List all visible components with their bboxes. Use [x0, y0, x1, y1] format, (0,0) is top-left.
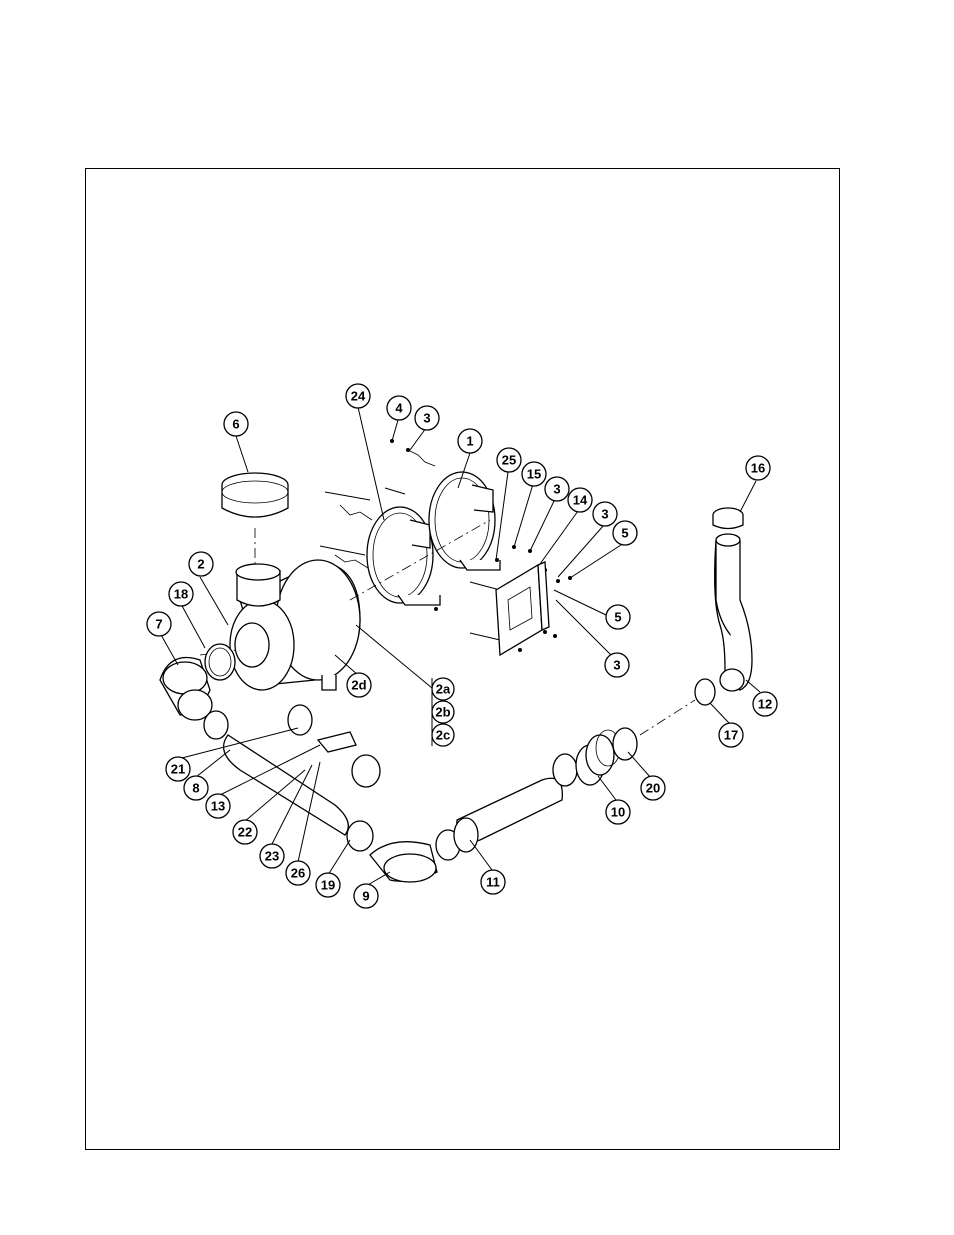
callout-22: 22: [233, 820, 257, 844]
stack-pipe: [695, 508, 752, 705]
hump-hose-10: [553, 700, 695, 786]
callout-7: 7: [147, 612, 171, 636]
svg-text:25: 25: [502, 453, 516, 468]
svg-text:11: 11: [486, 875, 500, 890]
svg-text:12: 12: [758, 697, 772, 712]
precleaner-cap: [222, 473, 288, 565]
svg-text:9: 9: [362, 889, 369, 904]
svg-text:26: 26: [291, 866, 305, 881]
callout-26: 26: [286, 861, 310, 885]
callout-16: 16: [746, 456, 770, 480]
svg-text:14: 14: [573, 493, 588, 508]
callout-6: 6: [224, 412, 248, 436]
callout-15: 15: [522, 462, 546, 486]
callout-3-a: 3: [415, 406, 439, 430]
svg-text:20: 20: [646, 781, 660, 796]
svg-text:2d: 2d: [351, 678, 366, 693]
svg-text:7: 7: [155, 617, 162, 632]
callout-2b: 2b: [432, 701, 454, 723]
callout-25: 25: [497, 448, 521, 472]
inlet-elbow: [160, 644, 235, 739]
callout-10: 10: [606, 800, 630, 824]
svg-text:5: 5: [621, 526, 628, 541]
svg-text:2: 2: [197, 557, 204, 572]
callout-20: 20: [641, 776, 665, 800]
callout-11: 11: [481, 870, 505, 894]
callout-2d: 2d: [347, 673, 371, 697]
callout-17: 17: [719, 723, 743, 747]
svg-text:22: 22: [238, 825, 252, 840]
callout-19: 19: [316, 873, 340, 897]
svg-text:21: 21: [171, 762, 185, 777]
callout-18: 18: [169, 582, 193, 606]
callout-5-b: 5: [606, 605, 630, 629]
callout-21: 21: [166, 757, 190, 781]
svg-text:17: 17: [724, 728, 738, 743]
svg-text:3: 3: [553, 482, 560, 497]
callout-1: 1: [458, 429, 482, 453]
svg-text:8: 8: [192, 781, 199, 796]
svg-text:6: 6: [232, 417, 239, 432]
svg-text:3: 3: [423, 411, 430, 426]
callout-12: 12: [753, 692, 777, 716]
svg-text:1: 1: [466, 434, 473, 449]
mounting-bracket-plate: [496, 562, 549, 655]
svg-text:3: 3: [613, 658, 620, 673]
svg-text:2a: 2a: [436, 682, 451, 697]
callout-5-a: 5: [613, 521, 637, 545]
callout-23: 23: [260, 844, 284, 868]
callout-4: 4: [387, 396, 411, 420]
callout-2: 2: [189, 552, 213, 576]
callout-3-c: 3: [593, 502, 617, 526]
callout-3-b: 3: [545, 477, 569, 501]
svg-text:4: 4: [395, 401, 403, 416]
callout-9: 9: [354, 884, 378, 908]
callout-24: 24: [346, 384, 370, 408]
callout-2c: 2c: [432, 724, 454, 746]
callout-14: 14: [568, 488, 592, 512]
svg-text:10: 10: [611, 805, 625, 820]
callout-3-d: 3: [605, 653, 629, 677]
svg-text:2b: 2b: [435, 705, 450, 720]
callout-8: 8: [184, 776, 208, 800]
svg-text:15: 15: [527, 467, 541, 482]
svg-text:23: 23: [265, 849, 279, 864]
svg-text:24: 24: [351, 389, 366, 404]
svg-text:2c: 2c: [436, 728, 450, 743]
callout-13: 13: [206, 794, 230, 818]
svg-text:3: 3: [601, 507, 608, 522]
svg-text:5: 5: [614, 610, 621, 625]
elbow-9: [370, 830, 460, 882]
svg-text:19: 19: [321, 878, 335, 893]
svg-text:18: 18: [174, 587, 188, 602]
svg-text:16: 16: [751, 461, 765, 476]
svg-text:13: 13: [211, 799, 225, 814]
callout-2a: 2a: [432, 678, 454, 700]
